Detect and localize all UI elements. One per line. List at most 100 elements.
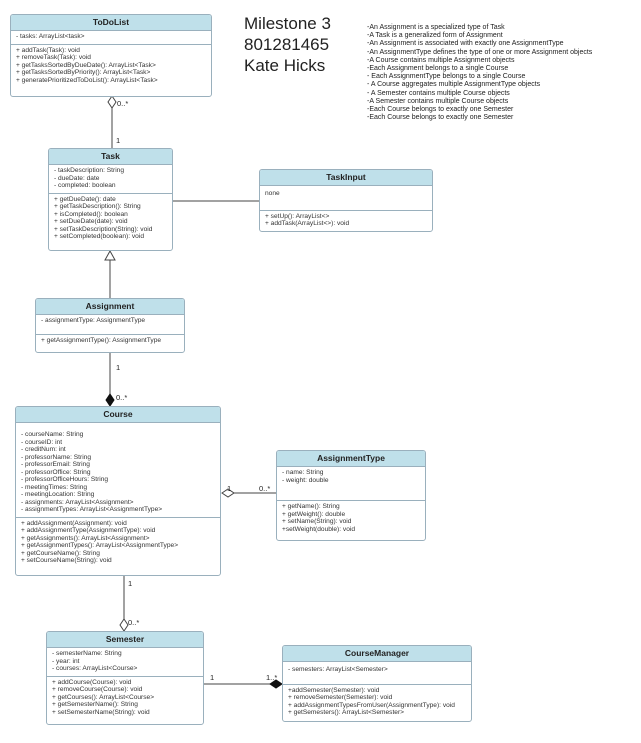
class-semester[interactable]: Semester - semesterName: String - year: … <box>46 631 204 725</box>
method-section: + getName(): String + getWeight(): doubl… <box>277 501 425 536</box>
method-row: + getTasksSortedByPriority(): ArrayList<… <box>16 69 151 76</box>
attribute-row: - creditNum: int <box>21 446 66 453</box>
method-row: + addCourse(Course): void <box>52 678 132 686</box>
multiplicity-label: 1 <box>116 136 121 145</box>
note-line: -An Assignment is a specialized type of … <box>367 24 505 31</box>
hollow-diamond-icon <box>107 95 117 109</box>
multiplicity-label: 1 <box>210 673 215 682</box>
attribute-row: - completed: boolean <box>54 182 116 189</box>
method-row: + getWeight(): double <box>282 510 346 518</box>
note-line: -An Assignment is associated with exactl… <box>367 40 564 48</box>
attribute-section: - courseName: String - courseID: int - c… <box>16 423 220 518</box>
method-row: + getCourses(): ArrayList<Course> <box>52 693 155 701</box>
method-section: + getAssignmentType(): AssignmentType <box>36 335 184 348</box>
class-name: Course <box>16 407 220 423</box>
attribute-row: - assignments: ArrayList<Assignment> <box>21 498 134 506</box>
method-row: + removeTask(Task): void <box>16 54 91 61</box>
attribute-row: - courses: ArrayList<Course> <box>52 665 138 672</box>
note-line: -Each Course belongs to exactly one Seme… <box>367 106 514 114</box>
attribute-row: - courseID: int <box>21 438 63 446</box>
class-name: ToDoList <box>11 15 211 31</box>
method-row: + setCompleted(boolean): void <box>54 233 144 240</box>
method-row: + removeSemester(Semester): void <box>288 694 393 701</box>
method-row: + removeCourse(Course): void <box>52 686 143 693</box>
generalization-arrow-icon <box>104 249 116 261</box>
method-row: + addTask(Task): void <box>16 46 80 54</box>
method-row: + getAssignments(): ArrayList<Assignment… <box>21 534 150 542</box>
method-row: +setWeight(double): void <box>282 525 356 533</box>
note-line: - Each AssignmentType belongs to a singl… <box>367 73 526 81</box>
method-row: + addTask(ArrayList<>): void <box>265 220 350 227</box>
class-course[interactable]: Course - courseName: String - courseID: … <box>15 406 221 576</box>
class-name: Task <box>49 149 172 165</box>
class-todolist[interactable]: ToDoList - tasks: ArrayList<task> + addT… <box>10 14 212 97</box>
multiplicity-label: 0..* <box>128 618 140 627</box>
attribute-row: - meetingTimes: String <box>21 483 88 491</box>
method-row: + setUp(): ArrayList<> <box>265 212 330 220</box>
method-section: + addAssignment(Assignment): void + addA… <box>16 518 220 568</box>
method-section: + setUp(): ArrayList<> + addTask(ArrayLi… <box>260 211 432 231</box>
class-name: AssignmentType <box>277 451 425 467</box>
note-line: - A Course aggregates multiple Assignmen… <box>367 81 541 89</box>
attribute-row: - tasks: ArrayList<task> <box>16 33 85 40</box>
attribute-row: - semesterName: String <box>52 650 122 657</box>
method-row: + setTaskDescription(String): void <box>54 225 153 233</box>
note-line: - A Semester contains multiple Course ob… <box>367 89 510 97</box>
attribute-row: - assignmentTypes: ArrayList<AssignmentT… <box>21 506 163 513</box>
attribute-section: - name: String - weight: double <box>277 467 425 501</box>
attribute-row: - name: String <box>282 469 324 476</box>
class-name: TaskInput <box>260 170 432 186</box>
method-section: + addTask(Task): void + removeTask(Task)… <box>11 45 211 88</box>
multiplicity-label: 1 <box>227 484 232 493</box>
method-row: + getSemesters(): ArrayList<Semester> <box>288 709 404 716</box>
attribute-row: - professorOfficeHours: String <box>21 476 109 483</box>
attribute-row: - taskDescription: String <box>54 167 124 174</box>
method-row: + addAssignment(Assignment): void <box>21 519 127 527</box>
method-row: +addSemester(Semester): void <box>288 686 380 694</box>
attribute-section: - taskDescription: String - dueDate: dat… <box>49 165 172 194</box>
note-line: -A Semester contains multiple Course obj… <box>367 97 509 105</box>
attribute-row: - semesters: ArrayList<Semester> <box>288 666 388 673</box>
class-name: Semester <box>47 632 203 648</box>
attribute-row: none <box>265 190 280 197</box>
method-row: + setCourseName(String): void <box>21 557 112 564</box>
method-row: + getCourseName(): String <box>21 549 100 557</box>
method-row: + getSemesterName(): String <box>52 701 138 708</box>
note-line: -Each Course belongs to exactly one Seme… <box>367 114 514 122</box>
method-row: + getAssignmentTypes(): ArrayList<Assign… <box>21 542 179 549</box>
attribute-row: - dueDate: date <box>54 174 100 182</box>
method-section: +addSemester(Semester): void + removeSem… <box>283 685 471 720</box>
class-name: CourseManager <box>283 646 471 662</box>
multiplicity-label: 0..* <box>116 393 128 402</box>
note-line: -A Course contains multiple Assignment o… <box>367 56 515 64</box>
method-row: + setName(String): void <box>282 518 352 525</box>
multiplicity-label: 1 <box>116 363 121 372</box>
method-row: + getName(): String <box>282 503 340 510</box>
class-assignmenttype[interactable]: AssignmentType - name: String - weight: … <box>276 450 426 541</box>
multiplicity-label: 0..* <box>117 99 129 108</box>
attribute-section: - semesterName: String - year: int - cou… <box>47 648 203 677</box>
attribute-row: - courseName: String <box>21 431 84 438</box>
hollow-diamond-icon <box>221 488 235 498</box>
multiplicity-label: 0..* <box>259 484 271 493</box>
attribute-section: - semesters: ArrayList<Semester> <box>283 662 471 685</box>
method-row: + isCompleted(): boolean <box>54 210 128 218</box>
title-line: Milestone 3 <box>244 14 331 33</box>
class-task[interactable]: Task - taskDescription: String - dueDate… <box>48 148 173 251</box>
note-line: -An AssignmentType defines the type of o… <box>367 48 593 56</box>
title-line: 801281465 <box>244 35 330 54</box>
attribute-row: - professorEmail: String <box>21 461 90 468</box>
class-assignment[interactable]: Assignment - assignmentType: AssignmentT… <box>35 298 185 353</box>
note-line: -A Task is a generalized form of Assignm… <box>367 32 503 40</box>
attribute-section: - tasks: ArrayList<task> <box>11 31 211 45</box>
class-taskinput[interactable]: TaskInput none + setUp(): ArrayList<> + … <box>259 169 433 232</box>
class-coursemanager[interactable]: CourseManager - semesters: ArrayList<Sem… <box>282 645 472 722</box>
filled-diamond-icon <box>105 393 115 407</box>
relationship-notes: -An Assignment is a specialized type of … <box>367 24 592 122</box>
attribute-row: - assignmentType: AssignmentType <box>41 317 146 324</box>
attribute-row: - weight: double <box>282 476 329 484</box>
method-row: + getAssignmentType(): AssignmentType <box>41 336 162 344</box>
multiplicity-label: 1..* <box>266 673 278 682</box>
method-section: + addCourse(Course): void + removeCourse… <box>47 677 203 720</box>
